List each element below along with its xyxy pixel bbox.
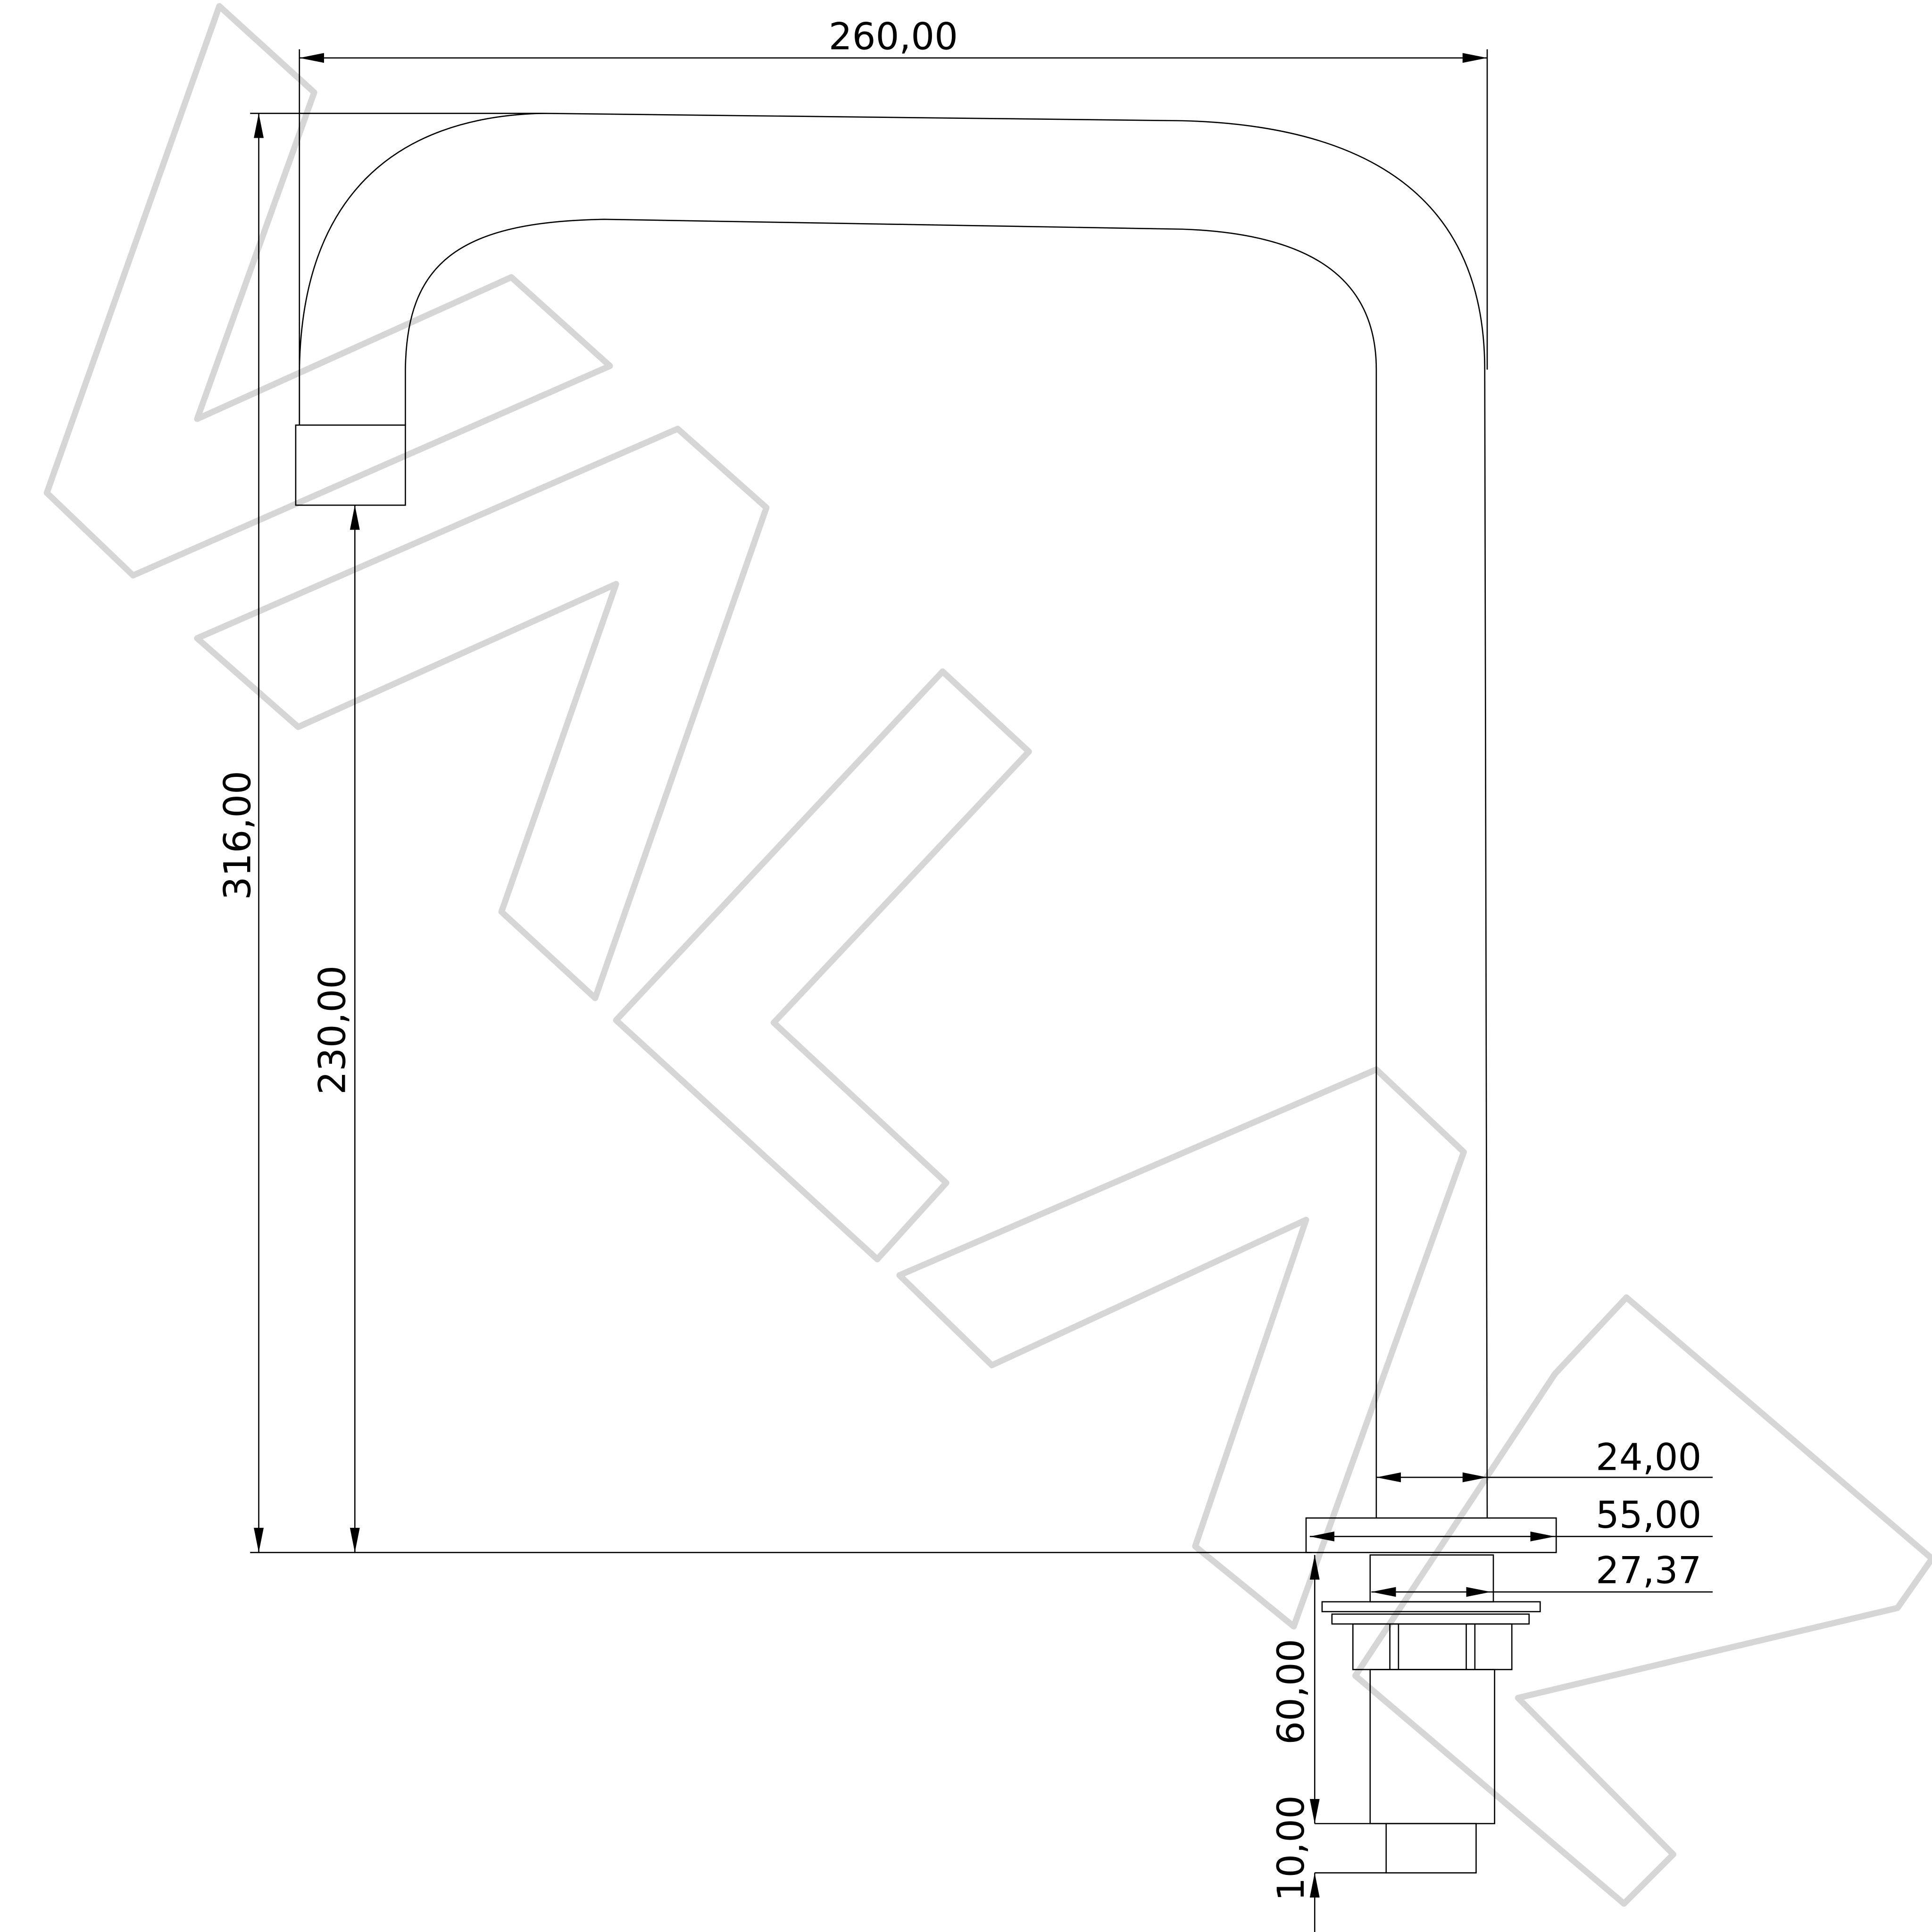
washer [1331,1613,1530,1625]
washer [1321,1601,1541,1613]
base-assembly [1305,1517,1557,1874]
dim-tube-diameter: 24,00 [1596,1436,1701,1479]
dim-overall-width: 260,00 [829,15,958,58]
dim-overall-height: 316,00 [216,771,259,900]
tail-thread [1385,1823,1477,1874]
dimension-labels: 260,00 316,00 230,00 24,00 55,00 27,37 6… [216,15,1701,1901]
flange [1305,1517,1557,1553]
dim-spout-height: 230,00 [311,966,354,1095]
lower-thread [1369,1669,1495,1824]
dim-thread-diameter: 27,37 [1596,1549,1701,1592]
dim-tail-length: 10,00 [1270,1795,1313,1901]
dim-thread-length: 60,00 [1270,1639,1313,1744]
dim-flange-diameter: 55,00 [1596,1494,1701,1537]
watermark-logo [43,3,1932,1907]
spout-outline [295,113,1488,1518]
dimension-lines [250,49,1713,1932]
